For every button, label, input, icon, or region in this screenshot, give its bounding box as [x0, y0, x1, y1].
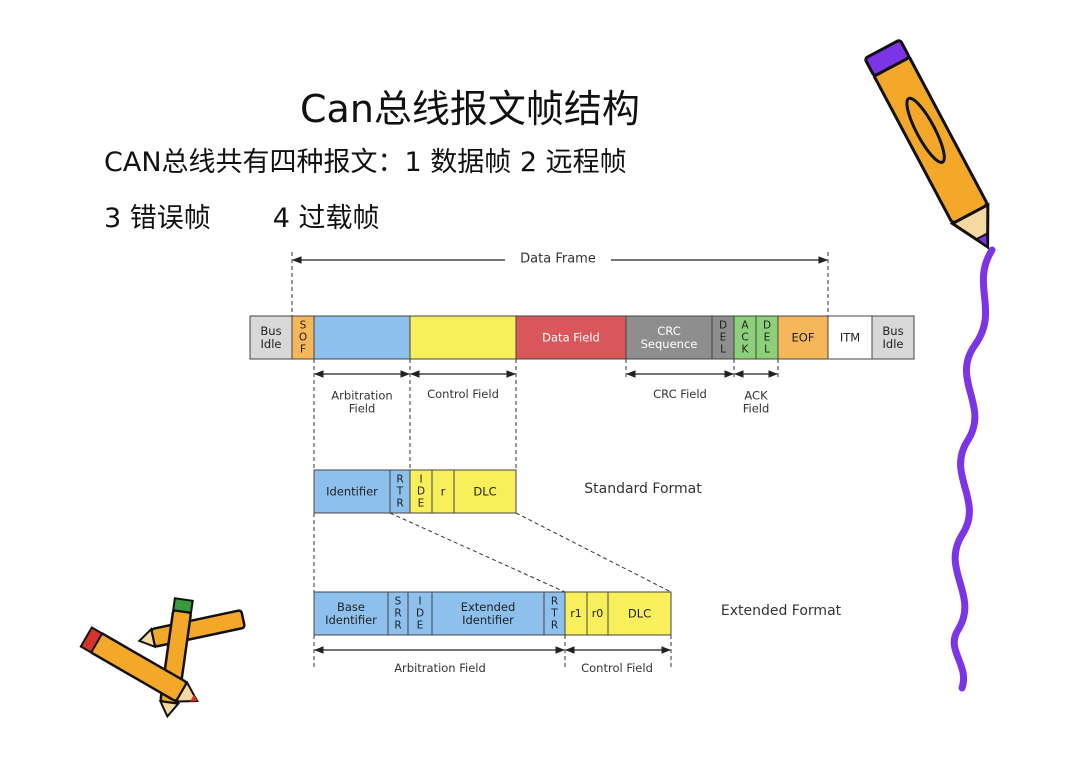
crc-delimiter-box-label-line-3: L [720, 343, 726, 355]
std-ide-box-label-line-1: I [419, 474, 422, 486]
sof-field-label-line-2: O [299, 332, 307, 344]
arbitration-field-span-label-line-2: Field [349, 401, 376, 415]
ext-dlc-box [607, 591, 672, 636]
ext-ide-box [407, 591, 433, 636]
ext-control-span-label: Control Field [581, 661, 653, 675]
ext-rtr-box-label-line-2: T [550, 608, 558, 620]
standard-format-label: Standard Format [584, 481, 702, 497]
itm-box-label: ITM [840, 331, 860, 345]
overload-frame-item: 4 过载帧 [272, 203, 380, 234]
ext-rtr-box-label-line-3: R [551, 619, 558, 631]
ack-field-span-label-line-1: ACK [744, 389, 768, 403]
ack-delimiter-box-label-line-3: L [764, 343, 770, 355]
extended-format-label: Extended Format [721, 603, 842, 619]
ext-srr-box-label-line-1: S [395, 596, 402, 608]
bus-idle-end-label-line-1: Bus [882, 324, 903, 338]
slide-title: Can总线报文帧结构 [300, 87, 640, 131]
ack-slot-box-label-line-1: A [741, 320, 749, 332]
crc-sequence-box-label-line-1: CRC [657, 324, 680, 338]
data-field-box-label: Data Field [542, 331, 600, 345]
ext-srr-box-label-line-3: R [394, 619, 401, 631]
error-frame-item: 3 错误帧 [104, 203, 211, 234]
ext-r1-box-label: r1 [570, 607, 582, 620]
ext-srr-box-label-line-2: R [394, 608, 401, 620]
bus-idle-start [249, 315, 293, 360]
ack-delimiter-box-label-line-1: D [763, 320, 771, 332]
ext-rtr-box-label-line-1: R [551, 596, 558, 608]
crc-sequence-box-label-line-2: Sequence [641, 337, 698, 351]
crc-sequence-box [625, 315, 713, 360]
bus-idle-start-label-line-1: Bus [260, 324, 281, 338]
ack-delimiter-box-label-line-2: E [764, 332, 771, 344]
ext-arbitration-span-label: Arbitration Field [394, 661, 486, 675]
ext-extended-identifier-box [431, 591, 545, 636]
bus-idle-start-label-line-2: Idle [261, 337, 282, 351]
std-rtr-box-label-line-2: T [396, 486, 404, 498]
ext-ide-box-label-line-2: D [416, 608, 424, 620]
crc-delimiter-box-label-line-1: D [719, 320, 727, 332]
frame-types-line-1: CAN总线共有四种报文：1 数据帧 2 远程帧 [104, 147, 627, 178]
bus-idle-end [871, 315, 915, 360]
ext-ide-box-label-line-1: I [418, 596, 421, 608]
std-dlc-box [453, 469, 517, 514]
std-rtr-box-label-line-3: R [396, 497, 403, 509]
std-identifier-box-label: Identifier [326, 485, 378, 499]
std-dlc-box-label: DLC [473, 485, 496, 499]
std-rtr-box-label-line-1: R [396, 474, 403, 486]
sof-field-label-line-3: F [300, 343, 306, 355]
frame-types-line-2: 3 错误帧 4 过载帧 [104, 196, 380, 235]
ack-field-span-label-line-2: Field [743, 401, 770, 415]
ext-r0-box-label: r0 [592, 607, 604, 620]
arbitration-field-span-label-line-1: Arbitration [331, 389, 392, 403]
itm-box [827, 315, 873, 360]
rtr-to-ext-rtr-guide [389, 512, 566, 593]
crc-delimiter-box-label-line-2: E [720, 332, 727, 344]
std-ide-box-label-line-2: D [417, 486, 425, 498]
crc-field-span-label: CRC Field [653, 387, 707, 401]
dlc-to-ext-dlc-guide [515, 512, 672, 593]
control-field-span-label: Control Field [427, 387, 499, 401]
data-frame-label-bg [505, 250, 611, 270]
ext-ide-box-label-line-3: E [417, 619, 424, 631]
ack-slot-box-label-line-3: K [742, 343, 750, 355]
ext-base-identifier-box [313, 591, 389, 636]
bus-idle-end-label-line-2: Idle [883, 337, 904, 351]
ext-extended-identifier-box-label-line-1: Extended [461, 600, 516, 614]
std-r-box-label: r [441, 485, 446, 499]
ext-extended-identifier-box-label-line-2: Identifier [462, 613, 514, 627]
sof-field-label-line-1: S [300, 320, 307, 332]
control-field-box [409, 315, 517, 360]
arbitration-field-box [313, 315, 411, 360]
eof-box-label: EOF [792, 331, 815, 345]
ext-base-identifier-box-label-line-1: Base [337, 600, 365, 614]
ext-dlc-box-label: DLC [628, 607, 651, 621]
data-frame-label: Data Frame [520, 252, 596, 267]
ext-base-identifier-box-label-line-2: Identifier [325, 613, 377, 627]
ack-slot-box-label-line-2: C [741, 332, 748, 344]
std-ide-box-label-line-3: E [418, 497, 425, 509]
